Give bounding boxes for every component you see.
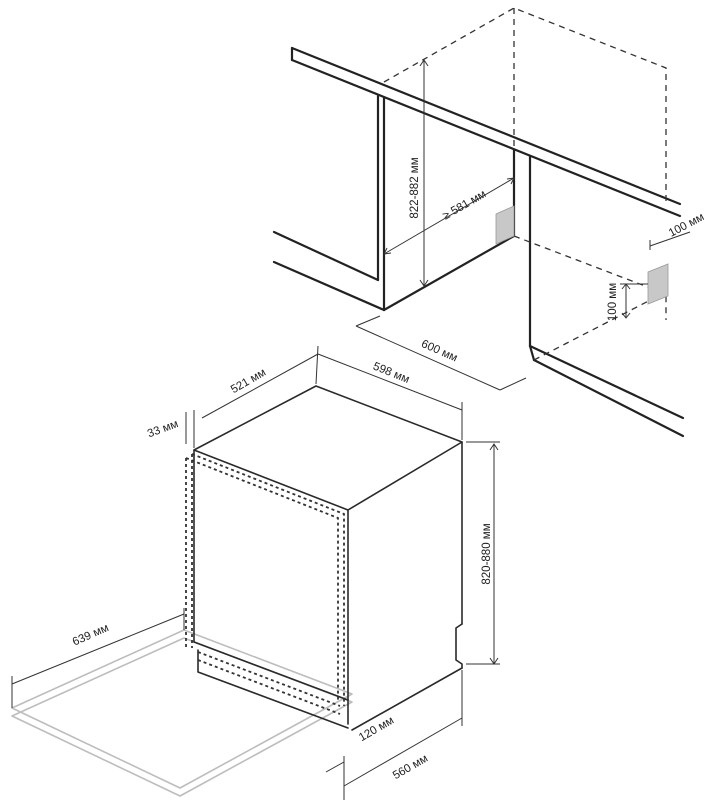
label-niche-depth: ≥ 581 мм	[441, 188, 488, 222]
label-panel-thickness: 33 мм	[146, 418, 180, 440]
outlet-side	[647, 263, 669, 305]
appliance-body	[193, 385, 463, 731]
outlets	[495, 205, 669, 305]
label-appliance-depth: 521 мм	[229, 367, 268, 397]
label-door-swing: 639 мм	[71, 622, 111, 649]
appliance-drawing	[11, 345, 500, 800]
label-base-depth: 560 мм	[391, 753, 430, 783]
label-outlet-horizontal: 100 мм	[667, 211, 706, 240]
appliance-dimension-lines	[11, 345, 500, 800]
countertop	[290, 46, 682, 218]
label-plinth-height: 120 мм	[357, 715, 396, 745]
outlet-niche	[495, 205, 515, 245]
label-niche-width: 600 мм	[419, 338, 459, 365]
door-swing-outline	[11, 629, 353, 797]
label-outlet-vertical: 100 мм	[607, 283, 619, 321]
right-cabinet	[528, 154, 685, 438]
label-appliance-height: 820-880 мм	[481, 523, 493, 584]
decor-panel-outline	[185, 453, 345, 715]
niche-drawing	[272, 7, 691, 438]
left-cabinet	[272, 94, 386, 312]
niche-dimension-lines	[355, 59, 691, 391]
niche-wireframe	[383, 7, 667, 361]
niche-back	[382, 148, 516, 312]
label-niche-height: 822-882 мм	[409, 157, 421, 218]
